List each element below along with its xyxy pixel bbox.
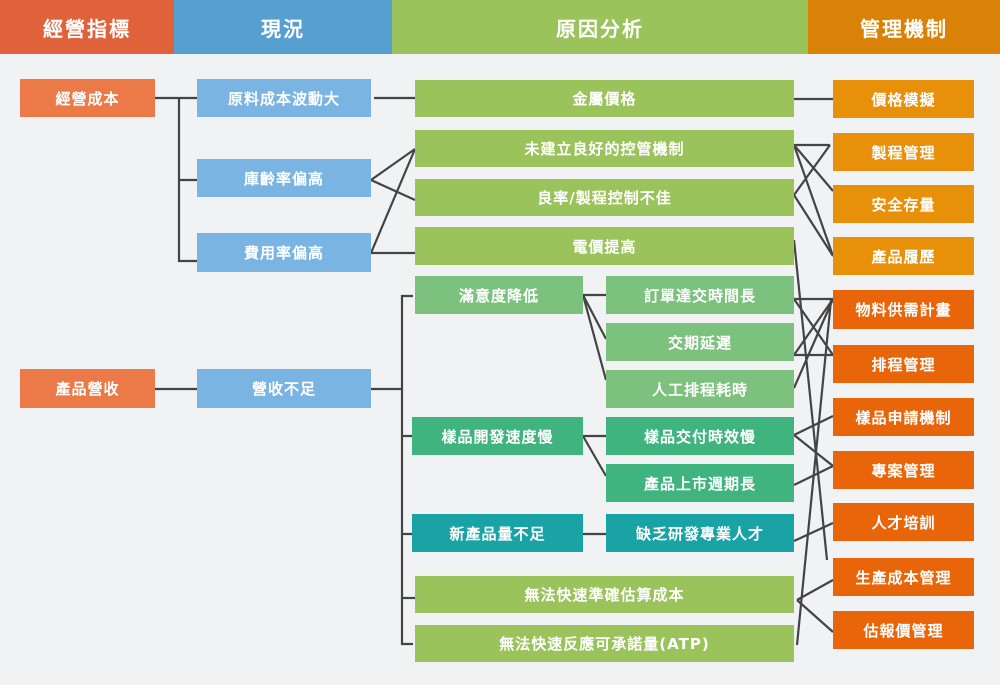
header-indicator: 經營指標 [0,0,174,54]
connector-d2-m5 [793,298,834,356]
mechanism-talent-training[interactable]: 人才培訓 [833,503,974,541]
cause-yield-process-control[interactable]: 良率/製程控制不佳 [415,179,794,216]
indicator-operating-cost[interactable]: 經營成本 [20,79,155,117]
cause-no-control-mechanism[interactable]: 未建立良好的控管機制 [415,130,794,167]
connector-g2-d5 [582,435,607,477]
mechanism-quotation-management[interactable]: 估報價管理 [833,611,974,649]
mechanism-price-simulation[interactable]: 價格模擬 [833,80,974,118]
connector-d4-m8 [793,434,834,467]
detail-order-delivery-long[interactable]: 訂單達交時間長 [606,276,794,314]
status-revenue-insufficient[interactable]: 營收不足 [197,369,371,408]
connector-c6-m6 [795,299,833,646]
indicator-product-revenue[interactable]: 產品營收 [20,369,155,408]
connector-c3-m2 [793,144,831,196]
detail-sample-delivery-slow[interactable]: 樣品交付時效慢 [606,417,794,455]
status-expense-ratio-high[interactable]: 費用率偏高 [197,233,371,272]
cause-cost-estimation[interactable]: 無法快速準確估算成本 [415,576,794,613]
connector-d3-m5 [792,298,835,389]
connector-g1-d2 [582,294,607,340]
header-status: 現況 [174,0,392,54]
mechanism-safety-stock[interactable]: 安全存量 [833,185,974,223]
mechanism-scheduling-management[interactable]: 排程管理 [833,345,974,383]
mechanism-process-management[interactable]: 製程管理 [833,133,974,171]
cause-atp-response[interactable]: 無法快速反應可承諾量(ATP) [415,625,794,662]
detail-delivery-delay[interactable]: 交期延遲 [606,323,794,361]
mechanism-project-management[interactable]: 專案管理 [833,451,974,489]
detail-manual-scheduling[interactable]: 人工排程耗時 [606,370,794,408]
header-cause-analysis: 原因分析 [392,0,808,54]
subcause-sample-development-slow[interactable]: 樣品開發速度慢 [412,417,583,455]
status-raw-material-volatility[interactable]: 原料成本波動大 [197,79,371,117]
connector-c2-m4 [792,144,835,257]
mechanism-sample-request[interactable]: 樣品申請機制 [833,398,974,436]
connector-s4-trunk [400,294,413,646]
connector-c3-m4 [793,194,834,257]
connector-d4-m7 [793,415,834,436]
connector-d6-m9 [793,522,834,542]
header-management-mechanism: 管理機制 [808,0,1000,54]
mechanism-material-planning[interactable]: 物料供需計畫 [833,290,974,329]
connector-s3-c2 [369,148,417,254]
connector-c5-m11 [796,599,834,633]
connector-i1-trunk [177,98,197,263]
cause-metal-price[interactable]: 金屬價格 [415,80,794,117]
connector-g1-d3 [581,294,608,381]
connector-c4-m10 [792,239,829,561]
mechanism-product-traceability[interactable]: 產品履歷 [833,237,974,275]
connector-s2-c3 [370,178,416,202]
detail-lack-rd-talent[interactable]: 缺乏研發專業人才 [606,514,794,552]
connector-c5-m10 [796,579,834,601]
mechanism-production-cost-management[interactable]: 生產成本管理 [833,558,974,596]
cause-electricity-price[interactable]: 電價提高 [415,227,794,265]
status-inventory-age-high[interactable]: 庫齡率偏高 [197,159,371,197]
subcause-satisfaction-decline[interactable]: 滿意度降低 [415,276,583,314]
connector-s2-c2 [370,148,416,181]
detail-time-to-market-long[interactable]: 產品上市週期長 [606,464,794,502]
subcause-new-product-insufficient[interactable]: 新產品量不足 [412,514,583,552]
